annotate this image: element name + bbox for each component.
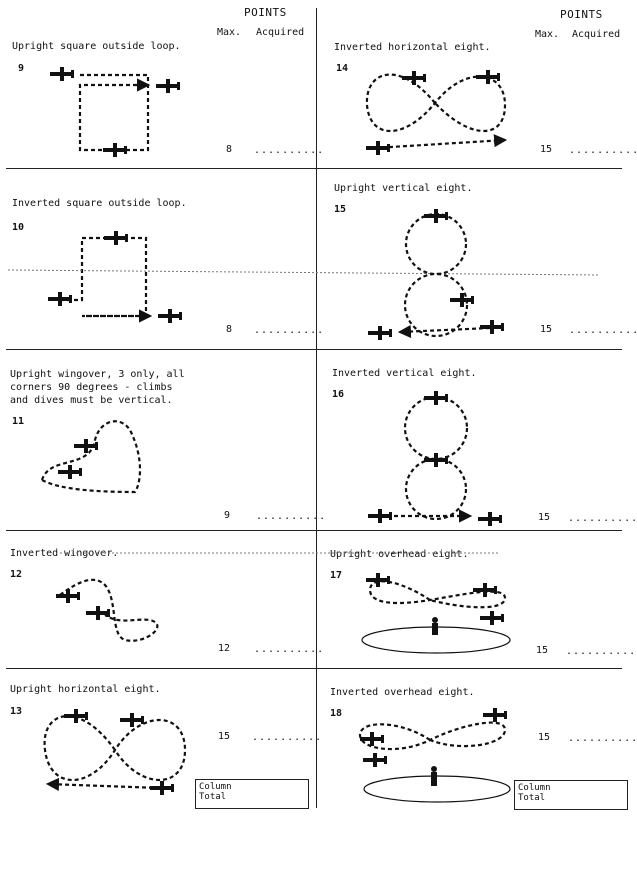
maneuver-15-title: Upright vertical eight. [334,183,473,194]
maneuver-11-diagram [40,420,142,494]
maneuver-9-number: 9 [18,63,25,74]
maneuver-15-diagram [368,209,504,340]
maneuver-12-diagram [56,578,159,642]
maneuver-16-number: 16 [332,389,345,400]
center-divider [316,8,317,808]
maneuver-9-max: 8 [226,144,233,155]
maneuver-17-max: 15 [536,645,549,656]
maneuver-9-diagram [50,67,180,157]
maneuver-11-title: Upright wingover, 3 only, all corners 90… [10,369,185,406]
maneuver-10-number: 10 [12,222,25,233]
maneuver-16-diagram [368,391,502,526]
maneuver-17-title: Upright overhead eight. [330,549,469,560]
maneuver-11-max: 9 [224,510,231,521]
maneuver-17-number: 17 [330,570,343,581]
maneuver-15-number: 15 [334,204,347,215]
maneuver-16-acquired: .......... [568,513,637,524]
maneuver-10-max: 8 [226,324,233,335]
max-header-left: Max. [217,27,242,38]
maneuver-17-diagram [361,573,511,654]
maneuver-9-title: Upright square outside loop. [12,41,181,52]
maneuver-16-title: Inverted vertical eight. [332,368,477,379]
column-total-left: Column Total [195,779,309,809]
maneuver-18-number: 18 [330,708,343,719]
acquired-header-right: Acquired [572,29,621,40]
maneuver-18-diagram [358,708,511,803]
maneuver-16-max: 15 [538,512,551,523]
max-header-right: Max. [535,29,560,40]
maneuver-14-title: Inverted horizontal eight. [334,42,491,53]
maneuver-14-acquired: .......... [569,145,637,156]
maneuver-14-number: 14 [336,63,349,74]
column-total-left-label: Column Total [199,782,232,802]
maneuver-12-acquired: .......... [254,644,325,655]
row-divider-1 [6,168,622,169]
row-divider-2 [6,349,622,350]
maneuver-13-title: Upright horizontal eight. [10,684,161,695]
row-divider-4 [6,668,622,669]
maneuver-11-acquired: .......... [256,511,327,522]
maneuver-10-title: Inverted square outside loop. [12,198,187,209]
row-divider-3 [6,530,622,531]
column-total-right-label: Column Total [518,783,551,803]
maneuver-13-acquired: .......... [252,732,323,743]
maneuver-18-acquired: .......... [568,733,637,744]
acquired-header-left: Acquired [256,27,305,38]
maneuver-10-acquired: .......... [254,325,325,336]
maneuver-10-diagram [48,231,182,323]
points-header-right: POINTS [560,8,603,21]
maneuver-12-max: 12 [218,643,231,654]
maneuver-14-max: 15 [540,144,553,155]
maneuver-18-max: 15 [538,732,551,743]
maneuver-13-max: 15 [218,731,231,742]
maneuver-17-acquired: .......... [566,646,637,657]
column-total-right: Column Total [514,780,628,810]
maneuver-9-acquired: .......... [254,145,325,156]
maneuver-15-acquired: .......... [569,325,637,336]
maneuver-15-max: 15 [540,324,553,335]
maneuver-11-number: 11 [12,416,25,427]
maneuver-13-diagram [43,709,187,795]
points-header-left: POINTS [244,6,287,19]
maneuver-14-diagram [365,70,508,155]
maneuver-13-number: 13 [10,706,23,717]
maneuver-12-number: 12 [10,569,23,580]
maneuver-12-title: Inverted wingover. [10,548,119,559]
maneuver-18-title: Inverted overhead eight. [330,687,475,698]
